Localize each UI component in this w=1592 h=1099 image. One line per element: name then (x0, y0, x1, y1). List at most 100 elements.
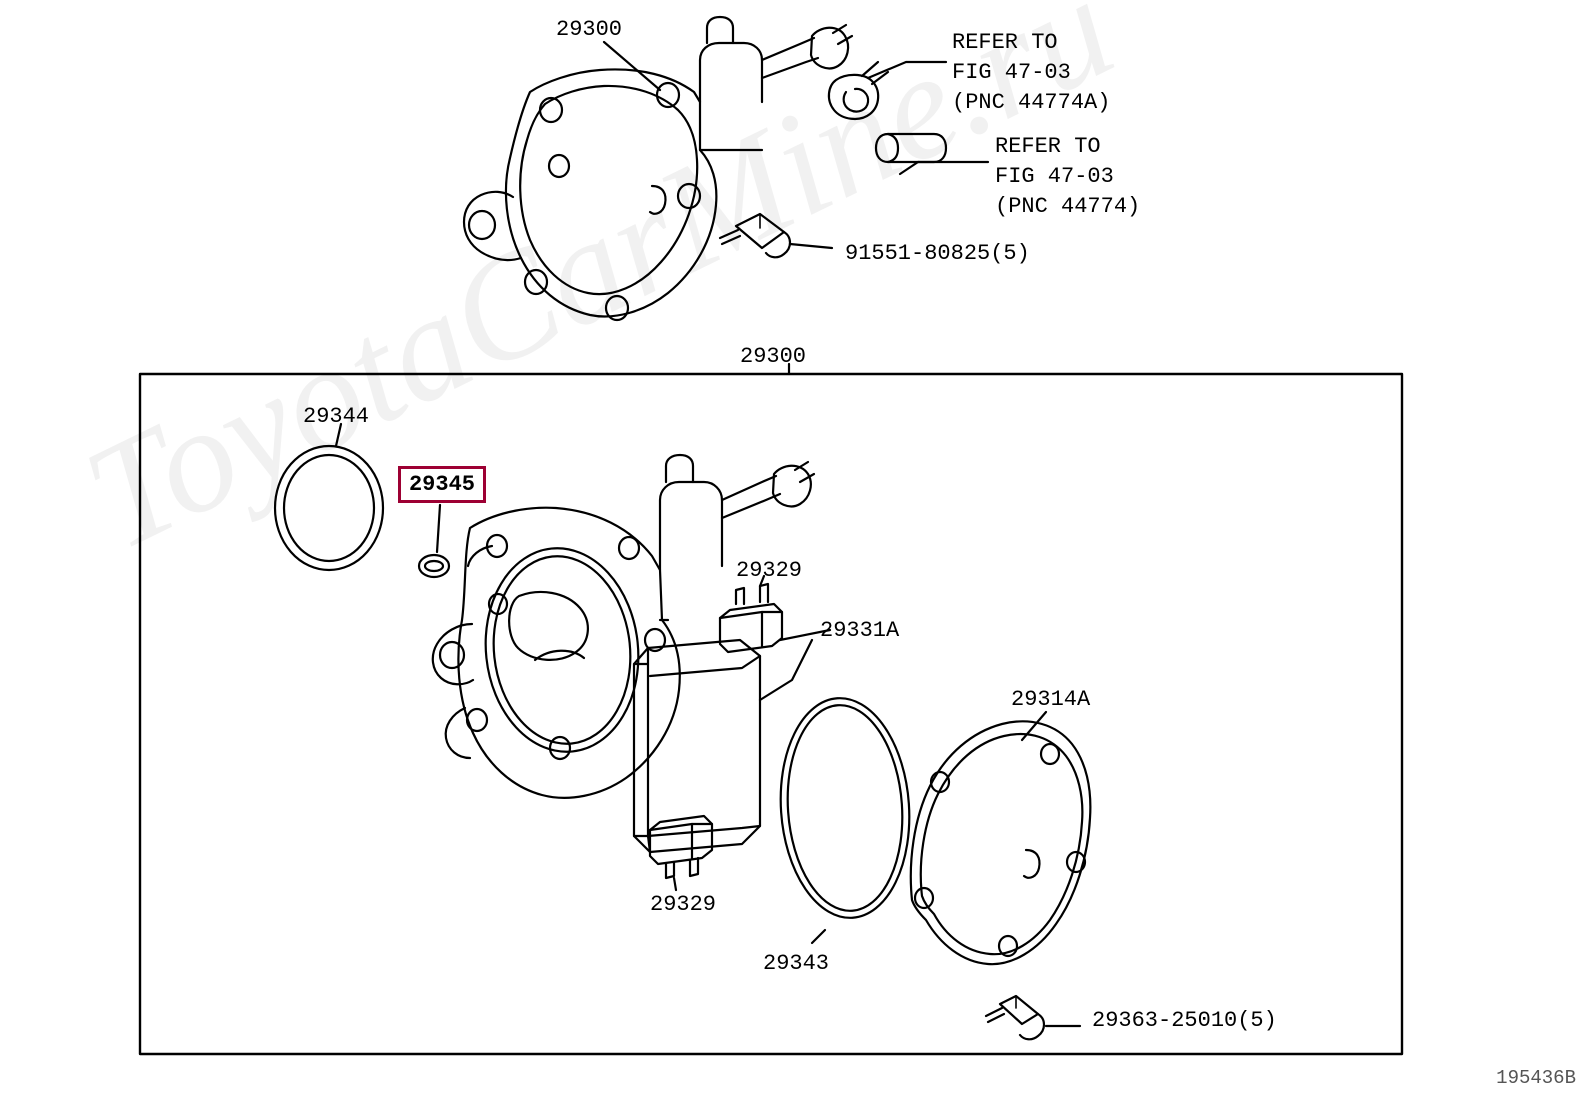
label-refer-fig-47-03-44774a: REFER TO FIG 47-03 (PNC 44774A) (952, 30, 1111, 115)
vacuum-pump-housing-top (504, 68, 718, 318)
hose-fitting-ribs (831, 23, 854, 46)
leader-29314a (1020, 710, 1048, 742)
label-top-assembly-code: 29300 (556, 17, 623, 42)
leader-29345 (435, 503, 442, 554)
cover-bolt-hole-4 (997, 934, 1019, 958)
pump-bolt-hole-6 (604, 294, 630, 322)
pump-main-bolt-2 (617, 535, 641, 561)
leader-29343 (810, 928, 827, 945)
cover-bolt-hole-5 (913, 886, 935, 910)
leader-refer-44774a (866, 60, 948, 80)
pump-main-ear-lower (444, 706, 472, 760)
hose-clamp-inner (842, 87, 870, 113)
pump-face-detail-hook (648, 184, 667, 215)
cover-face-detail-hook (1022, 848, 1041, 879)
label-box-assembly-code: 29300 (740, 344, 807, 369)
assembly-box-29300 (138, 372, 1404, 1056)
label-part-29343: 29343 (763, 951, 830, 976)
label-part-29344: 29344 (303, 404, 370, 429)
clip-29329-upper-tabs (734, 582, 770, 606)
clip-29329-lower (648, 814, 714, 866)
o-ring-29343-outer (779, 697, 911, 919)
highlighted-part-29345[interactable]: 29345 (398, 466, 486, 503)
clip-29329-upper (718, 602, 784, 654)
cover-bolt-hole-3 (1065, 850, 1087, 874)
leader-29344 (334, 422, 343, 448)
label-part-29329-lower: 29329 (650, 892, 717, 917)
bolt-washer-91551 (764, 230, 792, 259)
hose-end-fitting-main (771, 464, 812, 508)
clip-29329-lower-line (648, 822, 714, 832)
pump-bolt-hole-4 (676, 182, 702, 210)
pump-main-bolt-4 (643, 627, 667, 653)
pump-main-hole-left (438, 640, 466, 670)
highlighted-part-label: 29345 (408, 472, 475, 497)
leader-bolt-91551 (788, 242, 834, 250)
pump-bolt-hole-5 (523, 268, 549, 296)
leader-29331a (778, 628, 832, 642)
diagram-figure-code: 195436B (1496, 1067, 1576, 1089)
filter-29331a-body (632, 638, 762, 854)
hose-fitting-ribs-main (793, 460, 816, 484)
hose-clamp-tab (860, 60, 890, 86)
o-ring-29345-outer (417, 553, 451, 579)
label-part-29331a: 29331A (820, 618, 900, 643)
o-ring-29343-inner (786, 704, 904, 912)
bolt-head-facets (735, 213, 763, 249)
pump-main-outlet-top (720, 474, 778, 502)
rubber-hose-end-ellipse (886, 132, 900, 164)
rubber-hose-44774 (874, 132, 948, 164)
clip-29329-lower-tabs (664, 856, 700, 880)
filter-29331a-lines (632, 662, 650, 838)
hose-end-fitting-top (809, 26, 850, 70)
pump-seal-face-inner (492, 555, 632, 745)
o-ring-29344-inner (282, 453, 376, 563)
pump-main-bolt-5 (465, 707, 489, 733)
cover-bolt-hole-2 (1039, 742, 1061, 766)
leader-29300-top (602, 40, 662, 92)
pump-mount-hole-left (467, 209, 497, 241)
pump-main-bolt-1 (485, 533, 509, 559)
bolt-thread-29363 (984, 1006, 1006, 1024)
pump-outlet-tube-top (760, 36, 816, 62)
pump-main-port-neck (664, 453, 695, 484)
filter-29331a-edge (646, 646, 652, 854)
cover-29314a-outer (909, 720, 1092, 966)
clip-29329-upper-line (718, 610, 784, 620)
cover-29314a-inner (919, 732, 1084, 956)
pump-outlet-tube-bottom (760, 56, 820, 80)
o-ring-29345-inner (423, 559, 445, 573)
pump-main-ear-top (466, 544, 494, 568)
leader-29329-lower (672, 876, 678, 892)
pump-main-ear-left (431, 622, 475, 686)
bolt-washer-29363 (1018, 1012, 1046, 1041)
cover-bolt-hole-1 (929, 770, 951, 794)
pump-top-port-neck (705, 15, 735, 45)
bolt-thread-91551 (718, 228, 742, 246)
hose-44774-leader-stub (898, 160, 920, 176)
o-ring-29344-outer (273, 444, 385, 572)
label-refer-fig-47-03-44774: REFER TO FIG 47-03 (PNC 44774) (995, 134, 1141, 219)
pump-main-outlet-bot (720, 492, 782, 520)
label-part-29329-upper: 29329 (736, 558, 803, 583)
leader-29331a-2 (758, 638, 814, 702)
label-bolt-91551-80825: 91551-80825(5) (845, 241, 1030, 266)
bolt-head-29363 (998, 994, 1040, 1026)
pump-seal-face-outer (484, 547, 640, 753)
pump-main-bolt-3 (487, 592, 509, 616)
pump-bore-cavity (508, 590, 589, 661)
pump-body-main (457, 506, 681, 799)
pump-top-port-block (698, 41, 764, 104)
label-bolt-29363-25010: 29363-25010(5) (1092, 1008, 1277, 1033)
pump-bolt-hole-2 (655, 81, 681, 109)
pump-bolt-hole-1 (538, 96, 564, 124)
pump-main-bolt-6 (548, 735, 572, 761)
leader-29329-upper (758, 574, 766, 588)
pump-mount-ear-left (462, 190, 523, 262)
pump-housing-inner-outline (519, 84, 699, 296)
pump-bore-shadow (533, 649, 586, 662)
filter-29331a-top-face (648, 654, 762, 678)
label-part-29314a: 29314A (1011, 687, 1091, 712)
